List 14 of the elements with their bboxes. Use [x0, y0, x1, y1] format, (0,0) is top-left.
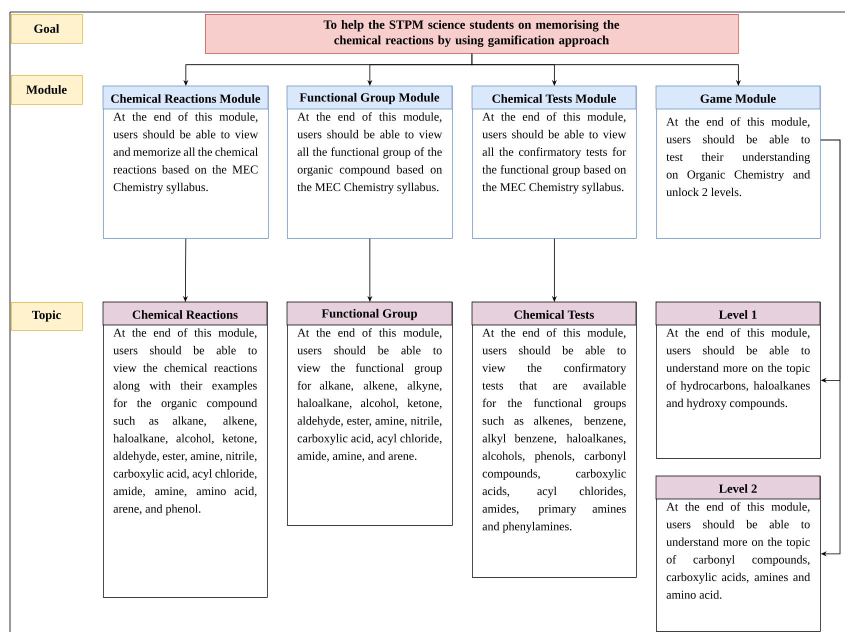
goal-box: To help the STPM science students on memorising the chemical reactions by using gamification approach: [205, 14, 739, 54]
row-label: Module: [11, 75, 83, 105]
topic-box: Chemical Tests At the end of this module, users should be able to view the confirmatory tests that are available for the functional groups such as alkenes, benzene, alkyl benzene, haloalkanes, alcohols, phenols, carbonyl compounds, carboxylic acids, acyl chlorides, amides, primary amines and phenylamines.: [472, 302, 637, 578]
arrow: [820, 140, 840, 556]
topic-box: Functional Group At the end of this module, users should be able to view the functional group for alkane, alkene, alkyne, haloalkane, alcohol, ketone, aldehyde, ester, amine, nitrile, carboxylic acid, acyl chloride, amide, amine, and arene.: [286, 302, 453, 526]
module-box: Chemical Tests Module At the end of this module, users should be able to view all the confirmatory tests for the functional group based on the MEC Chemistry syllabus.: [472, 86, 637, 239]
topic-box: Level 1 At the end of this module, users should be able to understand more on the topic of hydrocarbons, haloalkanes and hydroxy compounds.: [656, 302, 821, 459]
row-label: Topic: [11, 302, 83, 331]
topic-box: Level 2 At the end of this module, users should be able to understand more on the topic of carbonyl compounds, carboxylic acids, amines and amino acid.: [656, 476, 821, 632]
module-box: Game Module At the end of this module, users should be able to test their understanding on Organic Chemistry and unlock 2 levels.: [656, 86, 821, 239]
module-box: Functional Group Module At the end of this module, users should be able to view all the functional group of the organic compound based on the MEC Chemistry syllabus.: [286, 86, 453, 239]
row-label: Goal: [11, 14, 83, 44]
module-box: Chemical Reactions Module At the end of this module, users should be able to view and memorize all the chemical reactions based on the MEC Chemistry syllabus.: [102, 86, 269, 239]
topic-box: Chemical Reactions At the end of this module, users should be able to view the chemical reactions along with their examples for the organic compound such as alkane, alkene, haloalkane, alcohol, ketone, aldehyde, ester, amine, nitrile, carboxylic acid, acyl chloride, amide, amine, amino acid, arene, and phenol.: [102, 302, 268, 598]
